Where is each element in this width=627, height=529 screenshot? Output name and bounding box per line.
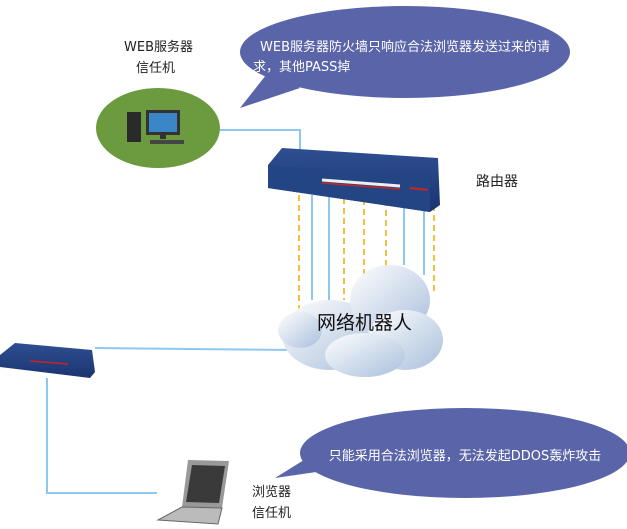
callout-top-line1: WEB服务器防火墙只响应合法浏览器发送过来的请 bbox=[260, 40, 550, 55]
callout-bottom-text: 只能采用合法浏览器，无法发起DDOS轰炸攻击 bbox=[328, 449, 602, 464]
browser-client-label: 浏览器 信任机 bbox=[252, 482, 291, 524]
link-small-router-laptop bbox=[46, 378, 157, 494]
router-icon bbox=[268, 148, 440, 212]
link-small-router-cloud bbox=[94, 347, 299, 351]
botnet-label: 网络机器人 bbox=[317, 312, 413, 334]
callout-top bbox=[240, 6, 570, 108]
router-label: 路由器 bbox=[476, 174, 518, 190]
callout-top-line2: 求，其他PASS掉 bbox=[253, 60, 351, 75]
network-links bbox=[46, 129, 425, 494]
callout-bottom bbox=[275, 408, 627, 498]
browser-client-label-line2: 信任机 bbox=[252, 506, 292, 521]
web-server-label-line2: 信任机 bbox=[136, 61, 176, 76]
computer-icon bbox=[127, 110, 184, 144]
browser-client-label-line1: 浏览器 bbox=[252, 485, 292, 500]
small-router-icon bbox=[0, 343, 95, 378]
callout-top-text: WEB服务器防火墙只响应合法浏览器发送过来的请 求，其他PASS掉 bbox=[245, 38, 565, 78]
web-server-label: WEB服务器 信任机 bbox=[124, 37, 193, 79]
laptop-icon bbox=[156, 460, 229, 525]
web-server-label-line1: WEB服务器 bbox=[124, 40, 193, 55]
cloud-icon bbox=[278, 265, 443, 377]
